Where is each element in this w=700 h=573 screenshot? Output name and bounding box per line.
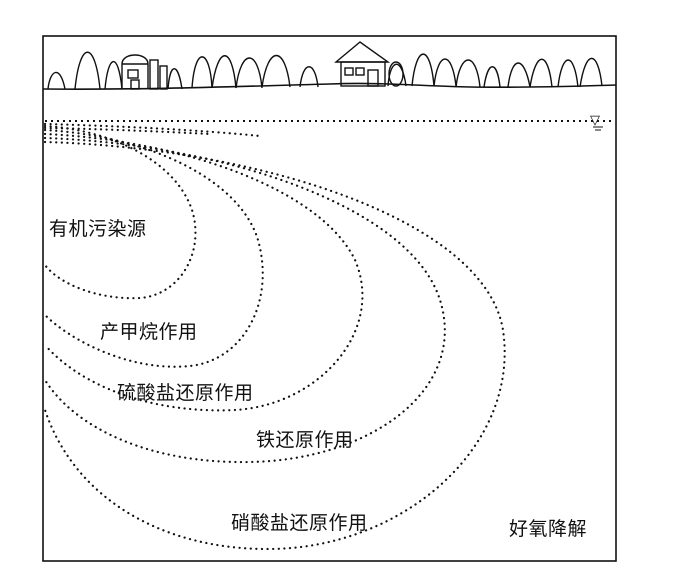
label-sulfate-reduction: 硫酸盐还原作用 [117, 382, 254, 404]
boundary-methanogenesis [43, 128, 264, 368]
barn-building-icon [121, 54, 168, 90]
plume-boundaries [43, 122, 506, 551]
water-table-symbol: ▽ [590, 113, 600, 128]
boundary-sulfate-reduction [43, 132, 364, 412]
label-organic-source: 有机污染源 [49, 218, 147, 240]
label-aerobic-degradation: 好氧降解 [509, 518, 588, 540]
boundary-organic-source [43, 124, 197, 300]
boundary-upper-edge-1 [43, 122, 262, 138]
house-icon [334, 41, 404, 87]
boundary-nitrate-reduction [43, 140, 506, 551]
tree-row-icon [47, 51, 603, 90]
label-iron-reduction: 铁还原作用 [256, 429, 354, 451]
boundary-upper-edge-2 [43, 126, 212, 136]
label-methanogenesis: 产甲烷作用 [100, 321, 198, 343]
boundary-iron-reduction [43, 136, 446, 464]
diagram-frame [42, 35, 617, 562]
water-table: ▽ [45, 113, 614, 131]
label-nitrate-reduction: 硝酸盐还原作用 [231, 512, 368, 534]
